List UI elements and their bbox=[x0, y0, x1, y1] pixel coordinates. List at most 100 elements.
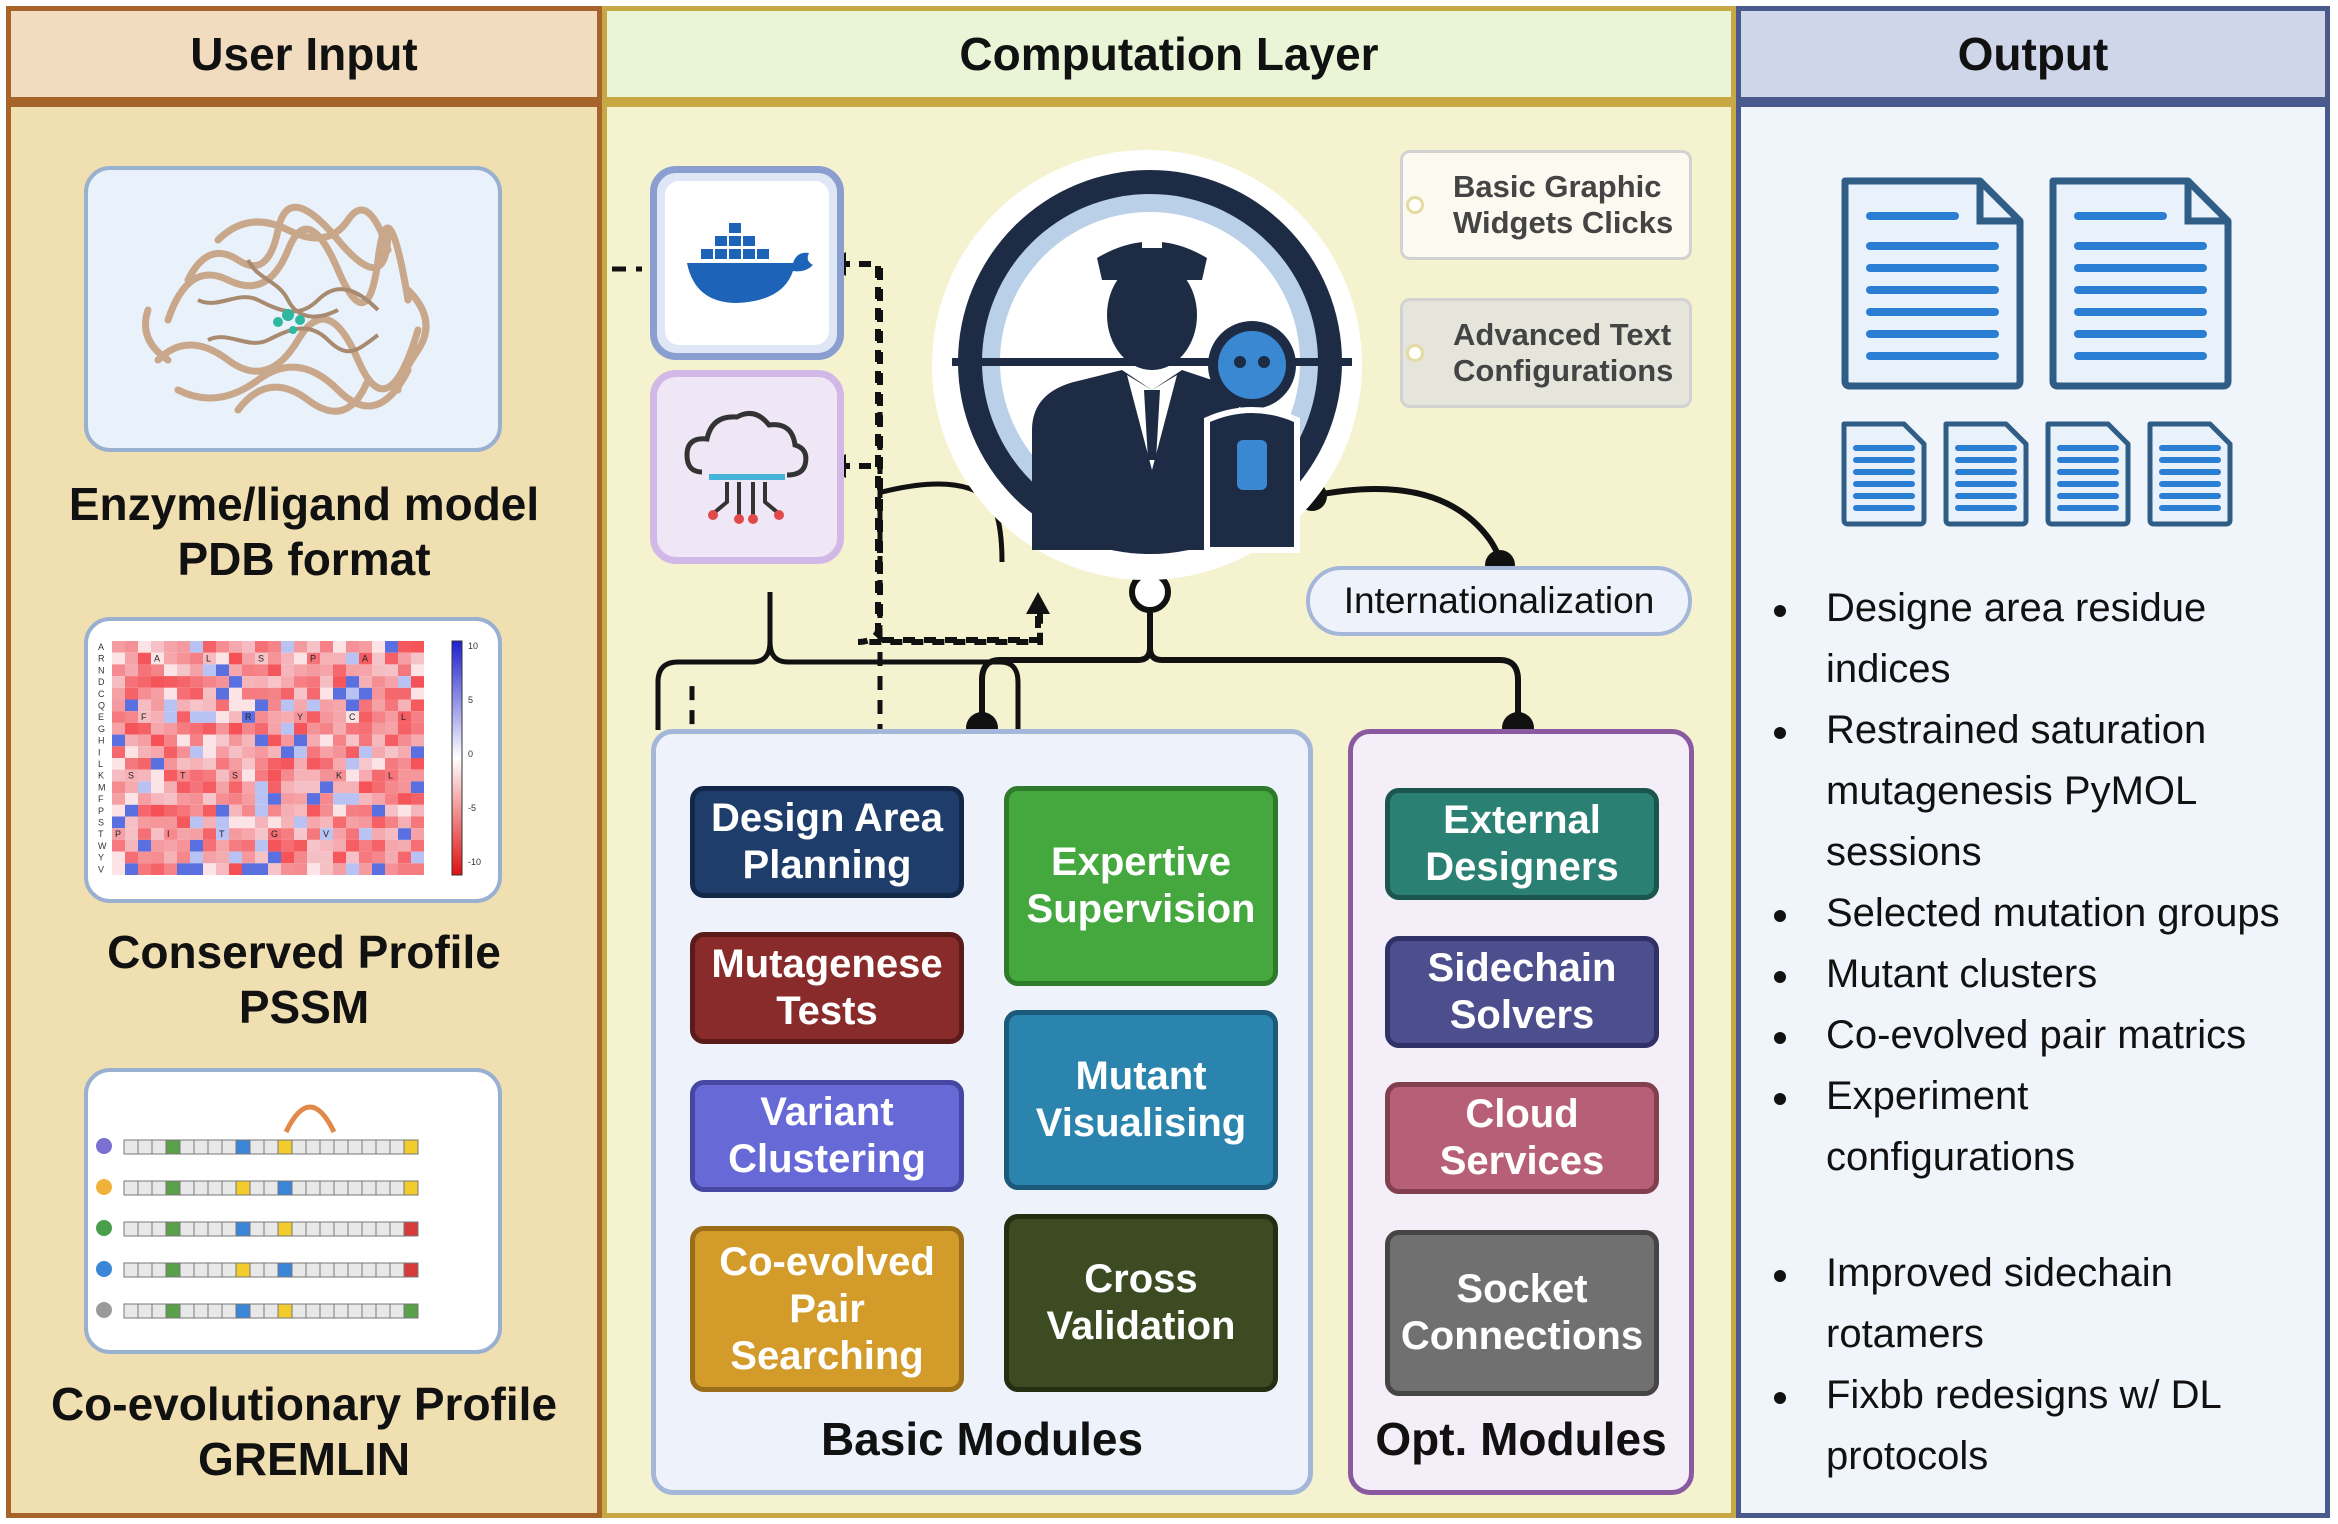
pssm-cell bbox=[346, 816, 359, 829]
pssm-cell bbox=[151, 758, 164, 770]
pssm-cell bbox=[216, 734, 229, 747]
pssm-cell bbox=[411, 781, 424, 794]
pssm-cell bbox=[398, 828, 411, 840]
colorbar-tick: 0 bbox=[468, 749, 473, 759]
pssm-cell bbox=[177, 699, 190, 712]
pssm-row-label: T bbox=[98, 829, 104, 839]
pssm-cell bbox=[164, 746, 177, 758]
pssm-cell bbox=[281, 711, 294, 723]
pssm-cell bbox=[346, 734, 359, 747]
pssm-cell bbox=[320, 839, 333, 852]
pssm-cell bbox=[281, 804, 294, 817]
basic-modules-title: Basic Modules bbox=[820, 1413, 1144, 1465]
pssm-cell bbox=[242, 652, 255, 665]
pssm-cell bbox=[320, 793, 333, 805]
pssm-cell bbox=[203, 641, 216, 653]
pssm-cell bbox=[268, 804, 281, 817]
pssm-cell-letter: C bbox=[349, 712, 356, 722]
pssm-cell bbox=[398, 839, 411, 852]
pssm-cell bbox=[333, 769, 346, 782]
pssm-cell bbox=[203, 781, 216, 794]
pssm-cell bbox=[242, 664, 255, 677]
pssm-cell bbox=[112, 734, 125, 747]
pssm-cell bbox=[216, 863, 229, 875]
pssm-cell bbox=[229, 804, 242, 817]
pssm-cell bbox=[177, 769, 190, 782]
pssm-cell bbox=[125, 711, 138, 723]
alignment-icon bbox=[96, 1104, 419, 1319]
output-item: Designe area residue indices bbox=[1736, 578, 2330, 700]
pssm-cell bbox=[112, 746, 125, 758]
pssm-cell bbox=[177, 816, 190, 829]
pssm-cell bbox=[281, 746, 294, 758]
internationalization-label: Internationalization bbox=[1343, 580, 1655, 621]
pssm-cell bbox=[372, 711, 385, 723]
pssm-cell bbox=[177, 828, 190, 840]
pssm-cell bbox=[138, 746, 151, 758]
pssm-cell bbox=[307, 746, 320, 758]
pssm-cell-letter: T bbox=[219, 829, 225, 839]
pssm-cell bbox=[359, 664, 372, 677]
pssm-cell bbox=[190, 687, 203, 700]
pssm-cell-letter: L bbox=[388, 771, 393, 781]
pssm-cell bbox=[359, 793, 372, 805]
pssm-row-label: E bbox=[98, 712, 104, 722]
pssm-cell bbox=[151, 699, 164, 712]
pssm-cell bbox=[177, 839, 190, 852]
pssm-cell bbox=[385, 722, 398, 735]
pssm-cell bbox=[320, 722, 333, 735]
pssm-cell bbox=[320, 781, 333, 794]
pssm-cell bbox=[125, 816, 138, 829]
pssm-cell bbox=[151, 734, 164, 747]
pssm-cell bbox=[138, 687, 151, 700]
module-socket-connections: Socket Connections bbox=[1385, 1230, 1659, 1396]
pssm-cell bbox=[268, 711, 281, 723]
pssm-cell bbox=[398, 652, 411, 665]
pssm-cell bbox=[385, 652, 398, 665]
pssm-cell bbox=[203, 687, 216, 700]
output-item: Restrained saturation mutagenesis PyMOL … bbox=[1736, 700, 2330, 883]
pssm-cell bbox=[398, 816, 411, 829]
computation-layer-header: Computation Layer bbox=[602, 6, 1736, 102]
output-item: Fixbb redesigns w/ DL protocols bbox=[1736, 1365, 2330, 1487]
pssm-cell bbox=[190, 758, 203, 770]
pssm-cell bbox=[333, 699, 346, 712]
pssm-cell bbox=[359, 641, 372, 653]
pssm-cell bbox=[138, 781, 151, 794]
pssm-cell bbox=[177, 641, 190, 653]
tag-basic-hole bbox=[1406, 196, 1424, 214]
pssm-cell bbox=[151, 664, 164, 677]
module-co-evolved-pair-searching: Co-evolved Pair Searching bbox=[690, 1226, 964, 1392]
pssm-cell bbox=[359, 828, 372, 840]
pssm-cell bbox=[320, 746, 333, 758]
module-expertive-supervision: Expertive Supervision bbox=[1004, 786, 1278, 986]
pssm-cell bbox=[164, 758, 177, 770]
pssm-cell bbox=[138, 641, 151, 653]
pssm-cell bbox=[346, 769, 359, 782]
pssm-cell bbox=[281, 828, 294, 840]
pssm-cell bbox=[268, 676, 281, 688]
pssm-cell bbox=[125, 676, 138, 688]
pssm-cell bbox=[333, 863, 346, 875]
pssm-cell bbox=[333, 839, 346, 852]
pssm-cell bbox=[372, 851, 385, 864]
pssm-cell bbox=[229, 839, 242, 852]
pssm-cell bbox=[294, 769, 307, 782]
pssm-cell bbox=[190, 676, 203, 688]
pssm-cell bbox=[385, 793, 398, 805]
pssm-cell bbox=[242, 758, 255, 770]
pssm-cell bbox=[177, 664, 190, 677]
pssm-cell bbox=[346, 839, 359, 852]
pssm-cell bbox=[242, 781, 255, 794]
output-item: Selected mutation groups bbox=[1736, 883, 2330, 944]
pssm-cell bbox=[112, 828, 125, 840]
pssm-cell bbox=[268, 746, 281, 758]
pssm-cell bbox=[203, 816, 216, 829]
pssm-cell bbox=[398, 711, 411, 723]
pssm-cell bbox=[164, 722, 177, 735]
pssm-cell bbox=[138, 722, 151, 735]
pssm-cell bbox=[242, 769, 255, 782]
pssm-cell bbox=[255, 641, 268, 653]
